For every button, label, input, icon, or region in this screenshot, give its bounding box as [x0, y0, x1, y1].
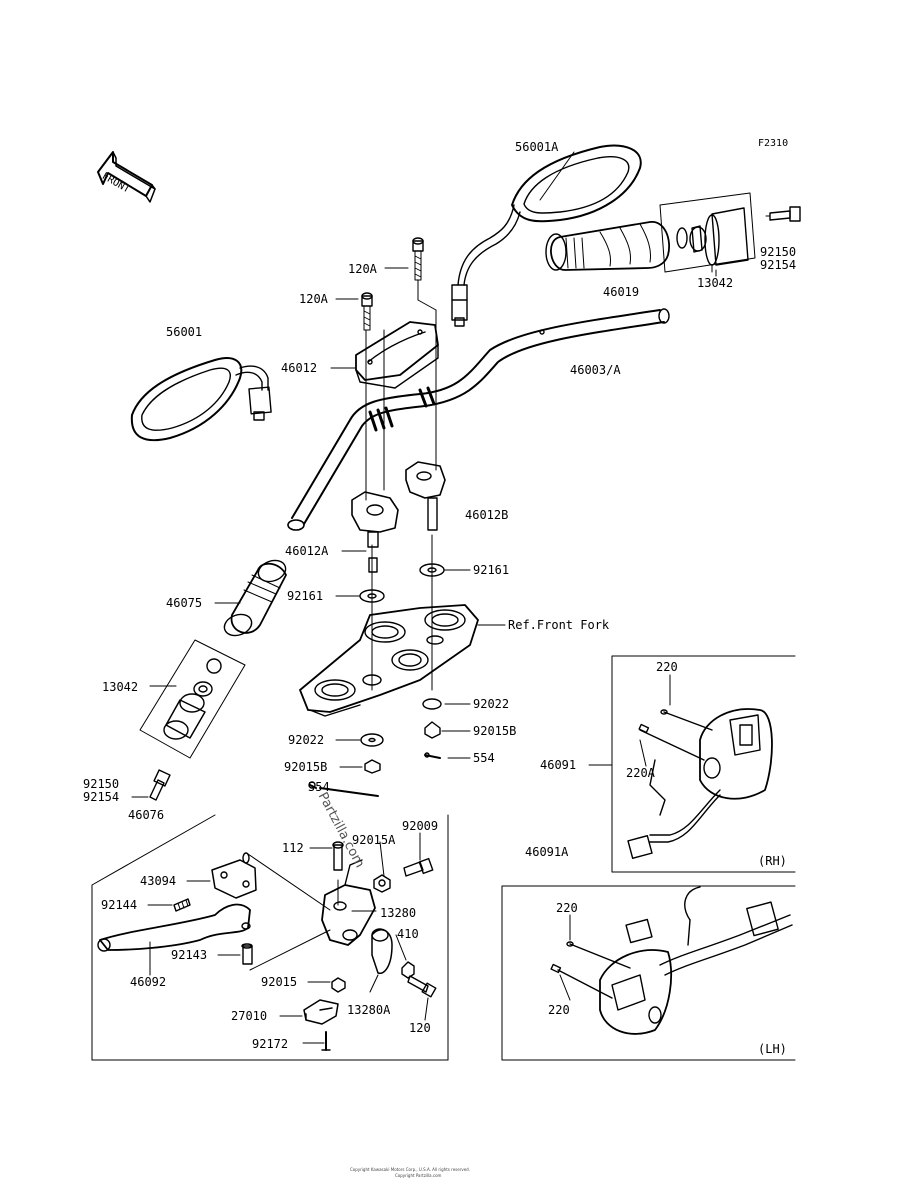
lh-switch-housing [550, 886, 793, 1035]
part-92150-top[interactable]: 92150 [760, 245, 797, 259]
grip-left [223, 559, 287, 637]
part-220A[interactable]: 220A [626, 766, 655, 780]
part-56001[interactable]: 56001 [166, 325, 203, 339]
part-220-lh-lower[interactable]: 220 [548, 1003, 570, 1017]
part-554-left[interactable]: 554 [308, 780, 330, 794]
part-120A-lower[interactable]: 120A [299, 292, 328, 306]
part-92022-right[interactable]: 92022 [473, 697, 510, 711]
nut-92015a [373, 874, 391, 893]
mirror-left [130, 357, 272, 442]
bolt-112 [332, 841, 344, 871]
part-554-right[interactable]: 554 [473, 751, 495, 765]
lh-switch-box [501, 885, 796, 1061]
copyright-line-2: Copyright Partzilla.com [395, 1173, 442, 1178]
part-46092[interactable]: 46092 [130, 975, 167, 989]
triple-clamp [299, 604, 506, 717]
lever-guides [247, 853, 339, 971]
spring-92144 [173, 898, 191, 912]
part-13280[interactable]: 13280 [380, 906, 417, 920]
part-220-lh-upper[interactable]: 220 [556, 901, 578, 915]
lever-adjuster [211, 852, 257, 899]
part-46012[interactable]: 46012 [281, 361, 318, 375]
front-arrow-icon [97, 151, 156, 203]
part-92161-left[interactable]: 92161 [287, 589, 324, 603]
handlebar [287, 308, 670, 531]
part-46019[interactable]: 46019 [603, 285, 640, 299]
part-43094[interactable]: 43094 [140, 874, 177, 888]
lh-label: (LH) [758, 1042, 787, 1056]
clutch-lever [97, 903, 251, 952]
washers-92161 [359, 563, 445, 603]
part-46076[interactable]: 46076 [128, 808, 165, 822]
part-92144[interactable]: 92144 [101, 898, 138, 912]
ref-front-fork: Ref.Front Fork [508, 618, 610, 632]
screw-92009 [403, 857, 434, 877]
part-410[interactable]: 410 [397, 927, 419, 941]
rh-switch-housing [627, 708, 773, 859]
rh-label: (RH) [758, 854, 787, 868]
switch-27010 [303, 999, 339, 1025]
bolt-92150-left [149, 769, 171, 801]
upper-clamp [355, 321, 439, 389]
mirror-right [451, 144, 642, 327]
part-92161-right[interactable]: 92161 [473, 563, 510, 577]
part-92015A[interactable]: 92015A [352, 833, 396, 847]
lever-box [91, 814, 449, 1061]
lower-clamp-46012b [405, 461, 446, 531]
part-220-rh[interactable]: 220 [656, 660, 678, 674]
bolt-120-washer-410 [401, 961, 437, 998]
part-92009[interactable]: 92009 [402, 819, 439, 833]
collar-92143 [241, 943, 253, 965]
part-46075[interactable]: 46075 [166, 596, 203, 610]
rh-switch-box [611, 655, 796, 873]
bolt-92150-right [769, 206, 801, 222]
figure-code: F2310 [758, 138, 789, 149]
part-120A-upper[interactable]: 120A [348, 262, 377, 276]
part-46003A[interactable]: 46003/A [570, 363, 621, 377]
bar-end-weight-right [659, 192, 756, 273]
part-92154-top[interactable]: 92154 [760, 258, 797, 272]
copyright-line-1: Copyright Kawasaki Motors Corp., U.S.A. … [350, 1167, 470, 1172]
part-13042-bottom[interactable]: 13042 [102, 680, 139, 694]
screw-92172 [321, 1031, 331, 1051]
bar-end-weight-left [139, 639, 246, 759]
part-92015B-left[interactable]: 92015B [284, 760, 328, 774]
part-13280A[interactable]: 13280A [347, 1003, 391, 1017]
lever-clamp [371, 928, 393, 974]
bolt-120a [361, 237, 424, 331]
part-92015[interactable]: 92015 [261, 975, 298, 989]
part-46012B[interactable]: 46012B [465, 508, 509, 522]
part-46091[interactable]: 46091 [540, 758, 577, 772]
part-46012A[interactable]: 46012A [285, 544, 329, 558]
nut-92015 [331, 977, 346, 993]
part-46091A[interactable]: 46091A [525, 845, 569, 859]
part-120[interactable]: 120 [409, 1021, 431, 1035]
part-27010[interactable]: 27010 [231, 1009, 268, 1023]
part-13042-top[interactable]: 13042 [697, 276, 734, 290]
lower-hardware [308, 698, 442, 797]
lower-clamp-46012a [351, 491, 399, 573]
part-92022-left[interactable]: 92022 [288, 733, 325, 747]
part-112[interactable]: 112 [282, 841, 304, 855]
lever-holder [321, 859, 376, 946]
grip-right [545, 221, 670, 271]
part-56001A[interactable]: 56001A [515, 140, 559, 154]
part-92143[interactable]: 92143 [171, 948, 208, 962]
part-92154-bottom[interactable]: 92154 [83, 790, 120, 804]
part-92150-bottom[interactable]: 92150 [83, 777, 120, 791]
part-92015B-right[interactable]: 92015B [473, 724, 517, 738]
leader-lines [131, 151, 771, 1044]
part-92172[interactable]: 92172 [252, 1037, 289, 1051]
